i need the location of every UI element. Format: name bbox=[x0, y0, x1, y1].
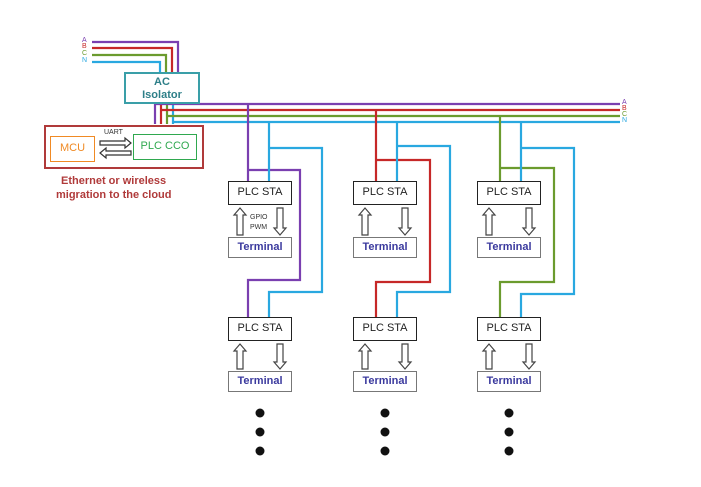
mcu-box: MCU bbox=[50, 136, 95, 162]
incoming-phase-label-b: B bbox=[82, 43, 87, 50]
uart-label: UART bbox=[104, 129, 123, 136]
column-2-neutral-line bbox=[395, 122, 452, 317]
column-1-neutral-line bbox=[267, 122, 324, 317]
uart-arrow-left bbox=[99, 146, 132, 160]
column-3-neutral-line bbox=[519, 122, 576, 317]
incoming-phase-label-c: C bbox=[82, 50, 88, 57]
column-2-plc-sta-bottom: PLC STA bbox=[353, 317, 417, 341]
ac-isolator-box: AC Isolator bbox=[124, 72, 200, 104]
column-1-plc-sta-top: PLC STA bbox=[228, 181, 292, 205]
cloud-caption-line2: migration to the cloud bbox=[56, 189, 172, 201]
ac-isolator-line2: Isolator bbox=[142, 89, 182, 101]
incoming-phase-label-a: A bbox=[82, 37, 87, 44]
incoming-phase-a-line bbox=[92, 40, 180, 72]
incoming-phase-label-n: N bbox=[82, 57, 88, 64]
column-2-phase-line bbox=[374, 110, 432, 317]
column-3-terminal-bottom: Terminal bbox=[477, 371, 541, 392]
column-3-terminal-top: Terminal bbox=[477, 237, 541, 258]
pwm-label: PWM bbox=[250, 224, 268, 231]
column-1-phase-line bbox=[246, 104, 302, 317]
bus-phase-label-a: A bbox=[622, 99, 627, 106]
column-2-terminal-bottom: Terminal bbox=[353, 371, 417, 392]
column-3-plc-sta-bottom: PLC STA bbox=[477, 317, 541, 341]
main-bus bbox=[155, 102, 620, 124]
incoming-phase-b-line bbox=[92, 46, 174, 72]
plc-cco-box: PLC CCO bbox=[133, 134, 197, 160]
incoming-phase-n-line bbox=[92, 60, 162, 72]
bus-phase-label-c: C bbox=[622, 111, 628, 118]
column-1-plc-sta-bottom: PLC STA bbox=[228, 317, 292, 341]
gpio-label: GPIO bbox=[250, 214, 268, 221]
column-1-terminal-bottom: Terminal bbox=[228, 371, 292, 392]
ac-isolator-line1: AC bbox=[154, 76, 170, 88]
bus-phase-label-b: B bbox=[622, 105, 627, 112]
column-1-terminal-top: Terminal bbox=[228, 237, 292, 258]
uart-arrow-right bbox=[99, 136, 132, 150]
column-2-terminal-top: Terminal bbox=[353, 237, 417, 258]
uart-arrows bbox=[99, 136, 132, 160]
incoming-phase-c-line bbox=[92, 53, 168, 72]
cloud-caption-line1: Ethernet or wireless bbox=[61, 175, 167, 187]
cloud-group-border bbox=[44, 125, 204, 169]
bus-phase-label-n: N bbox=[622, 117, 628, 124]
incoming-phase-lines bbox=[92, 40, 180, 72]
column-3-plc-sta-top: PLC STA bbox=[477, 181, 541, 205]
column-2-plc-sta-top: PLC STA bbox=[353, 181, 417, 205]
column-branches bbox=[246, 104, 576, 317]
column-3-phase-line bbox=[498, 116, 556, 317]
